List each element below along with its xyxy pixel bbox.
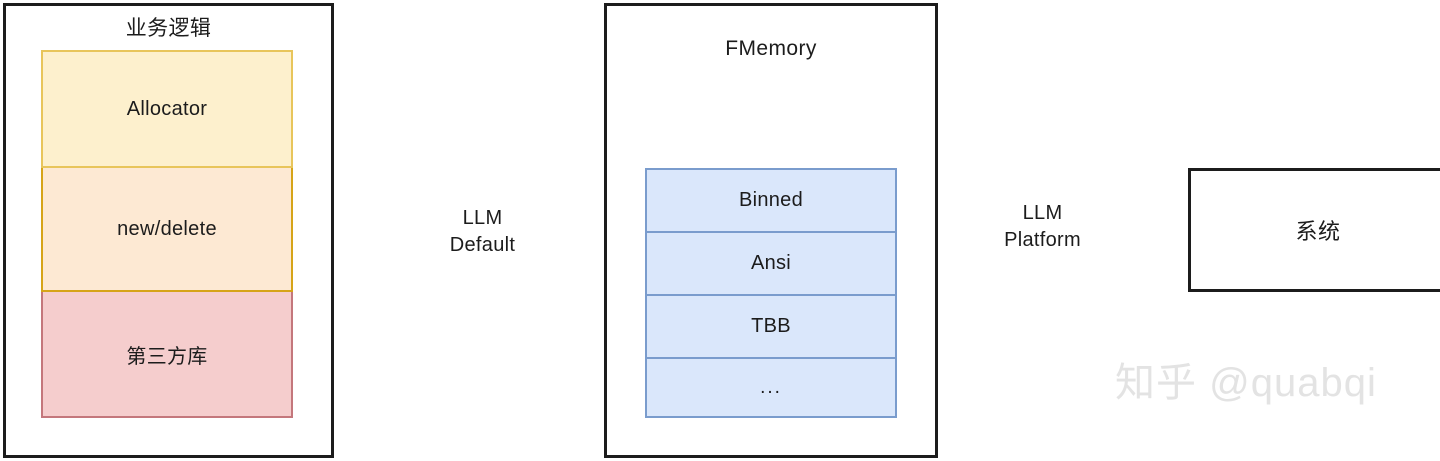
fmemory-title: FMemory	[725, 37, 817, 60]
business-logic-row-allocator: Allocator	[41, 50, 293, 168]
connector-label-llm-platform: LLM Platform	[1004, 202, 1081, 251]
connector-label-llm-default: LLM Default	[449, 207, 516, 256]
business-logic-stack: Allocator new/delete 第三方库	[41, 50, 293, 418]
system-container: 系统	[1188, 168, 1440, 292]
fmemory-stack: Binned Ansi TBB ...	[645, 168, 897, 418]
fmemory-row-binned: Binned	[645, 168, 897, 231]
fmemory-row-tbb: TBB	[645, 294, 897, 357]
system-label: 系统	[1295, 219, 1341, 244]
watermark: 知乎 @quabqi	[1115, 361, 1377, 405]
business-logic-row-new-delete: new/delete	[41, 168, 293, 292]
business-logic-row-third-party-lib: 第三方库	[41, 292, 293, 418]
fmemory-row-more: ...	[645, 357, 897, 418]
fmemory-row-ansi: Ansi	[645, 231, 897, 294]
business-logic-title: 业务逻辑	[125, 17, 212, 40]
